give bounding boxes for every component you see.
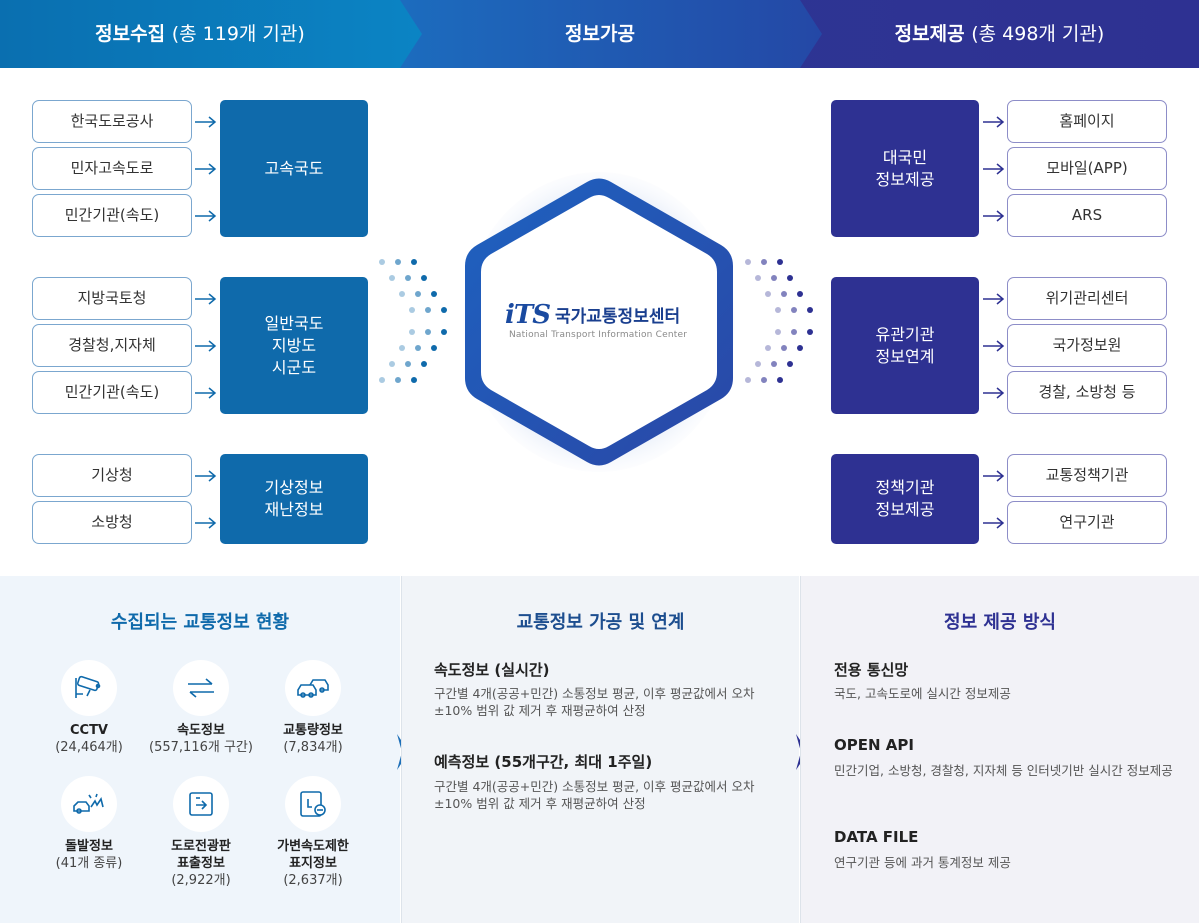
target-category-public: 대국민 정보제공 [831, 100, 979, 237]
flow-dots-left [379, 259, 447, 383]
target-item: 경찰, 소방청 등 [1007, 371, 1167, 414]
collect-header: 정보수집 (총 119개 기관) [0, 0, 400, 68]
arrow-right-icon [983, 210, 1005, 222]
source-category-weather: 기상정보 재난정보 [220, 454, 368, 544]
its-logo-icon: iTS [505, 300, 551, 330]
arrow-right-icon [195, 163, 217, 175]
processing-title: 교통정보 가공 및 연계 [516, 612, 685, 633]
stat-value: (2,637개) [283, 873, 343, 888]
bottom-panels: 수집되는 교통정보 현황 CCTV (24,464개) 속도정보 (557,11… [0, 576, 1199, 923]
arrow-right-icon [983, 517, 1005, 529]
stat-value: (24,464개) [55, 740, 123, 755]
collect-header-sub: (총 119개 기관) [171, 23, 305, 45]
provision-text: 민간기업, 소방청, 경찰청, 지자체 등 인터넷기반 실시간 정보제공 [834, 763, 1173, 778]
source-item: 한국도로공사 [32, 100, 192, 143]
provision-title: 정보 제공 방식 [944, 612, 1056, 633]
cctv-icon [61, 660, 117, 716]
stat-value: (41개 종류) [55, 856, 123, 871]
traffic-cars-icon [285, 660, 341, 716]
stat-value: (7,834개) [283, 740, 343, 755]
stat-speed: 속도정보 (557,116개 구간) [136, 660, 266, 757]
stat-value: (2,922개) [171, 873, 231, 888]
stat-incident: 돌발정보 (41개 종류) [24, 776, 154, 873]
source-category-expressway: 고속국도 [220, 100, 368, 237]
header-background [0, 0, 1199, 68]
source-item: 민자고속도로 [32, 147, 192, 190]
source-item: 경찰청,지자체 [32, 324, 192, 367]
header-band: 정보수집 (총 119개 기관) 정보가공 정보제공 (총 498개 기관) [0, 0, 1199, 68]
stat-name: 속도정보 [177, 723, 225, 738]
provision-heading: OPEN API [834, 736, 914, 754]
stat-cctv: CCTV (24,464개) [24, 660, 154, 757]
stat-volume: 교통량정보 (7,834개) [248, 660, 378, 757]
provide-header-sub: (총 498개 기관) [971, 23, 1105, 45]
provide-header: 정보제공 (총 498개 기관) [800, 0, 1199, 68]
arrow-right-icon [195, 470, 217, 482]
stat-vsl: 가변속도제한 표지정보 (2,637개) [248, 776, 378, 890]
process-header-title: 정보가공 [565, 23, 635, 45]
arrow-right-icon [983, 293, 1005, 305]
arrow-right-icon [195, 293, 217, 305]
collect-header-title: 정보수집 [95, 23, 166, 45]
target-item: 홈페이지 [1007, 100, 1167, 143]
arrow-right-icon [983, 163, 1005, 175]
source-item: 지방국토청 [32, 277, 192, 320]
sign-board-icon [173, 776, 229, 832]
arrow-right-icon [195, 387, 217, 399]
target-item: 모바일(APP) [1007, 147, 1167, 190]
target-item: 위기관리센터 [1007, 277, 1167, 320]
provision-heading: 전용 통신망 [834, 661, 909, 679]
stat-value: (557,116개 구간) [149, 740, 253, 755]
speed-limit-sign-icon [285, 776, 341, 832]
provision-panel: 정보 제공 방식 전용 통신망 국도, 고속도로에 실시간 정보제공 OPEN … [800, 576, 1199, 923]
center-name-ko: 국가교통정보센터 [555, 307, 681, 327]
accident-icon [61, 776, 117, 832]
collected-title: 수집되는 교통정보 현황 [110, 612, 290, 633]
collected-panel: 수집되는 교통정보 현황 CCTV (24,464개) 속도정보 (557,11… [0, 576, 400, 923]
arrow-right-icon [983, 116, 1005, 128]
processing-heading: 예측정보 (55개구간, 최대 1주일) [434, 753, 653, 771]
stat-name: 교통량정보 [283, 723, 343, 738]
source-item: 민간기관(속도) [32, 194, 192, 237]
speed-arrows-icon [173, 660, 229, 716]
arrow-right-icon [195, 340, 217, 352]
center-hexagon [463, 172, 735, 472]
provision-text: 국도, 고속도로에 실시간 정보제공 [834, 686, 1011, 701]
arrow-right-icon [195, 517, 217, 529]
target-category-agencies: 유관기관 정보연계 [831, 277, 979, 414]
source-item: 민간기관(속도) [32, 371, 192, 414]
target-item: 교통정책기관 [1007, 454, 1167, 497]
stat-name: 돌발정보 [65, 839, 113, 854]
arrow-right-icon [983, 340, 1005, 352]
processing-heading: 속도정보 (실시간) [434, 661, 550, 679]
flow-dots-right [745, 259, 813, 383]
arrow-right-icon [983, 387, 1005, 399]
processing-panel: 교통정보 가공 및 연계 속도정보 (실시간) 구간별 4개(공공+민간) 소통… [401, 576, 799, 923]
stat-name: 가변속도제한 표지정보 [277, 839, 349, 871]
source-item: 소방청 [32, 501, 192, 544]
provision-text: 연구기관 등에 과거 통계정보 제공 [834, 855, 1011, 870]
process-header: 정보가공 [400, 0, 800, 68]
target-item: ARS [1007, 194, 1167, 237]
provide-header-title: 정보제공 [894, 23, 965, 45]
stat-name: CCTV [69, 723, 108, 738]
arrow-right-icon [195, 210, 217, 222]
center-name-en: National Transport Information Center [509, 330, 688, 340]
processing-text: 구간별 4개(공공+민간) 소통정보 평균, 이후 평균값에서 오차 ±10% … [434, 686, 755, 718]
target-item: 국가정보원 [1007, 324, 1167, 367]
source-category-national-roads: 일반국도 지방도 시군도 [220, 277, 368, 414]
processing-text: 구간별 4개(공공+민간) 소통정보 평균, 이후 평균값에서 오차 ±10% … [434, 779, 755, 811]
center-logo: iTS 국가교통정보센터 National Transport Informat… [505, 298, 695, 348]
stat-name: 도로전광판 표출정보 [171, 839, 231, 871]
target-item: 연구기관 [1007, 501, 1167, 544]
source-item: 기상청 [32, 454, 192, 497]
arrow-right-icon [195, 116, 217, 128]
provision-heading: DATA FILE [834, 828, 919, 846]
arrow-right-icon [983, 470, 1005, 482]
target-category-policy: 정책기관 정보제공 [831, 454, 979, 544]
stat-vms: 도로전광판 표출정보 (2,922개) [136, 776, 266, 890]
